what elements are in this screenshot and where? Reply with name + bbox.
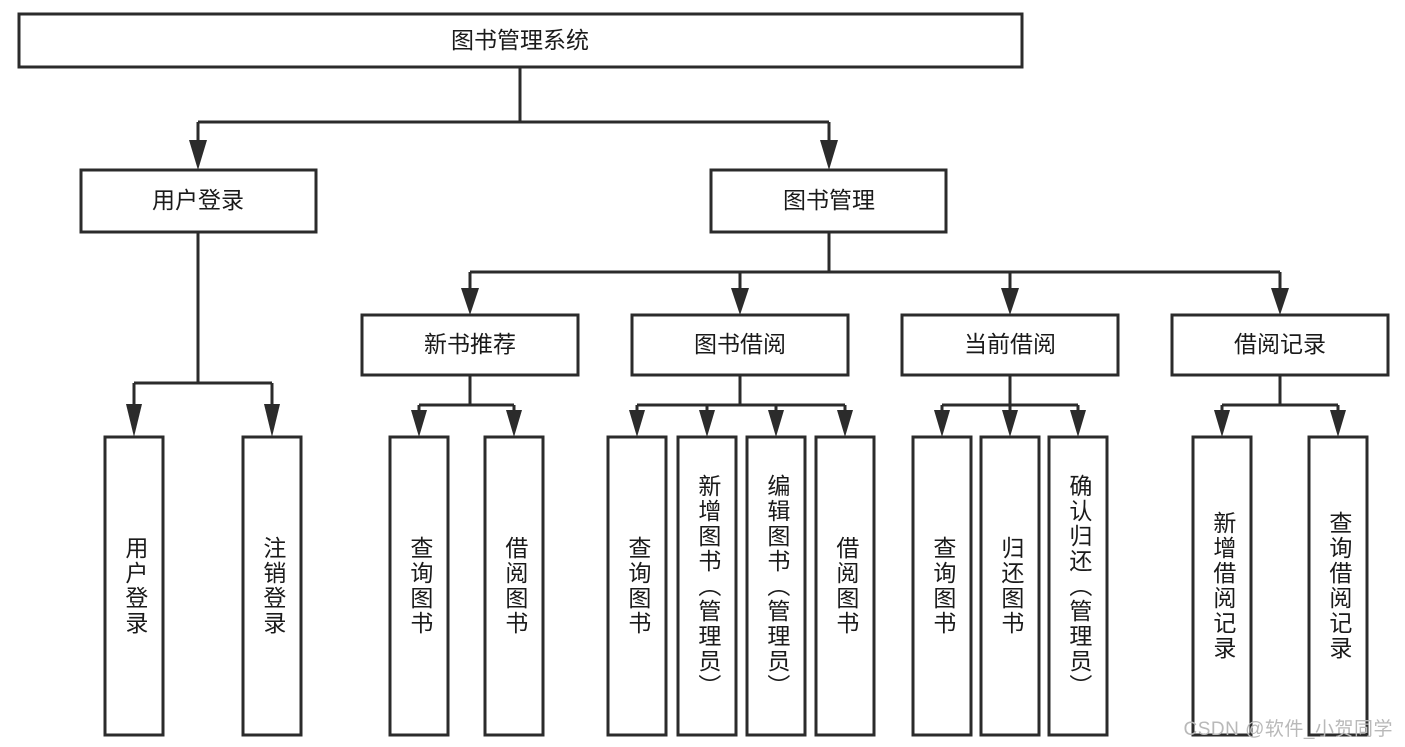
arrowhead-br-add xyxy=(1214,410,1230,437)
node-leaf-cb-query-label: 查询图书 xyxy=(929,536,956,636)
node-borrow-record[interactable]: 借阅记录 xyxy=(1170,313,1390,377)
node-current-borrow-box[interactable] xyxy=(900,313,1120,377)
arrowhead-bb-edit xyxy=(768,410,784,437)
node-leaf-cb-return-box[interactable] xyxy=(979,435,1041,737)
node-leaf-bb-add-label: 新增图书（管理员） xyxy=(694,473,721,699)
connector-group xyxy=(126,68,1346,437)
node-user-login[interactable]: 用户登录 xyxy=(79,168,318,234)
node-book-manage-box[interactable] xyxy=(709,168,948,234)
node-leaf-bb-edit-label: 编辑图书（管理员） xyxy=(763,473,790,699)
node-new-book-recommend-label: 新书推荐 xyxy=(424,331,516,357)
node-leaf-br-add-box[interactable] xyxy=(1191,435,1253,737)
arrowhead-book-borrow xyxy=(731,288,749,315)
arrowhead-current-borrow xyxy=(1001,288,1019,315)
node-leaf-cb-query-box[interactable] xyxy=(911,435,973,737)
arrowhead-user-login xyxy=(189,140,207,170)
arrowhead-leaf-logout xyxy=(264,404,280,437)
node-book-manage[interactable]: 图书管理 xyxy=(709,168,948,234)
arrowhead-nb-borrow xyxy=(506,410,522,437)
node-new-book-recommend-box[interactable] xyxy=(360,313,580,377)
node-leaf-br-query-box[interactable] xyxy=(1307,435,1369,737)
node-user-login-box[interactable] xyxy=(79,168,318,234)
arrowhead-borrow-record xyxy=(1271,288,1289,315)
node-leaf-bb-borrow-label: 借阅图书 xyxy=(832,536,859,636)
node-leaf-br-add-label: 新增借阅记录 xyxy=(1209,511,1236,661)
arrowhead-book-manage xyxy=(820,140,838,170)
node-book-manage-label: 图书管理 xyxy=(783,187,875,213)
node-leaf-nb-borrow-label: 借阅图书 xyxy=(501,536,528,636)
node-user-login-label: 用户登录 xyxy=(152,187,244,213)
node-leaf-nb-borrow-box[interactable] xyxy=(483,435,545,737)
node-current-borrow[interactable]: 当前借阅 xyxy=(900,313,1120,377)
node-leaf-bb-query-box[interactable] xyxy=(606,435,668,737)
node-new-book-recommend[interactable]: 新书推荐 xyxy=(360,313,580,377)
node-book-borrow[interactable]: 图书借阅 xyxy=(630,313,850,377)
node-book-borrow-label: 图书借阅 xyxy=(694,331,786,357)
node-leaf-bb-edit-box[interactable] xyxy=(745,435,807,737)
arrowhead-cb-return xyxy=(1002,410,1018,437)
node-leaf-cb-confirm-box[interactable] xyxy=(1047,435,1109,737)
node-leaf-user-login-label: 用户登录 xyxy=(121,536,148,636)
node-leaf-bb-add-box[interactable] xyxy=(676,435,738,737)
node-borrow-record-label: 借阅记录 xyxy=(1234,331,1326,357)
node-leaf-logout-label: 注销登录 xyxy=(259,536,286,636)
arrowhead-bb-query xyxy=(629,410,645,437)
arrowhead-leaf-user-login xyxy=(126,404,142,437)
node-leaf-cb-confirm-label: 确认归还（管理员） xyxy=(1065,473,1092,699)
node-leaf-user-login-box[interactable] xyxy=(103,435,165,737)
arrowhead-new-book xyxy=(461,288,479,315)
node-root-box[interactable] xyxy=(17,12,1024,69)
node-borrow-record-box[interactable] xyxy=(1170,313,1390,377)
arrowhead-cb-query xyxy=(934,410,950,437)
arrowhead-nb-query xyxy=(411,410,427,437)
arrowhead-bb-borrow xyxy=(837,410,853,437)
arrowhead-cb-confirm xyxy=(1070,410,1086,437)
node-leaf-logout-box[interactable] xyxy=(241,435,303,737)
node-leaf-nb-query-label: 查询图书 xyxy=(406,536,433,636)
node-current-borrow-label: 当前借阅 xyxy=(964,331,1056,357)
node-book-borrow-box[interactable] xyxy=(630,313,850,377)
node-leaf-cb-return-label: 归还图书 xyxy=(997,536,1024,636)
arrowhead-bb-add xyxy=(699,410,715,437)
node-leaf-br-query-label: 查询借阅记录 xyxy=(1325,511,1352,661)
node-leaf-bb-query-label: 查询图书 xyxy=(624,536,651,636)
node-leaf-bb-borrow-box[interactable] xyxy=(814,435,876,737)
node-root[interactable]: 图书管理系统 xyxy=(17,12,1024,69)
node-root-label: 图书管理系统 xyxy=(451,27,589,53)
node-leaf-nb-query-box[interactable] xyxy=(388,435,450,737)
arrowhead-br-query xyxy=(1330,410,1346,437)
